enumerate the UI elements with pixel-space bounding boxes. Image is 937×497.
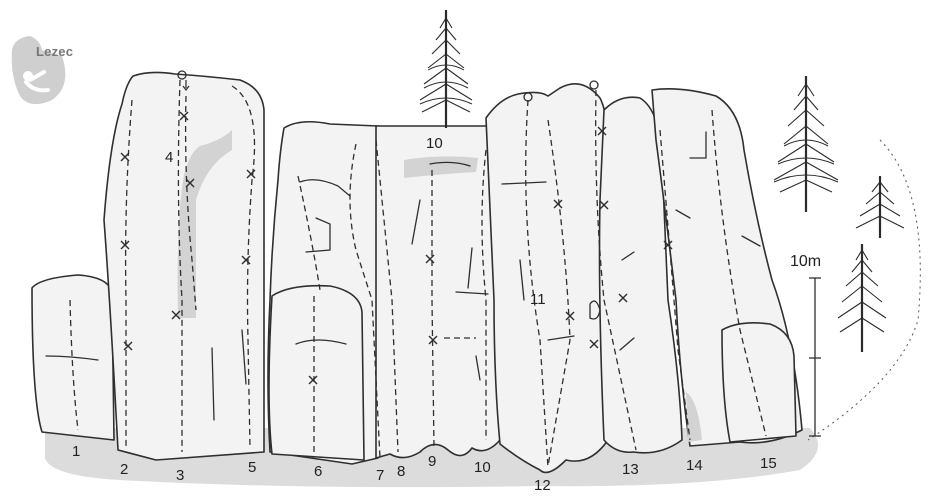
route-number-7: 7 (376, 467, 384, 484)
tree-icon (838, 244, 886, 352)
route-number-10: 10 (474, 459, 491, 476)
route-number-8: 8 (397, 463, 405, 480)
route-number-11: 11 (530, 291, 546, 308)
tree-icon (856, 176, 904, 238)
dotted-boundary (808, 140, 920, 440)
scale-label: 10m (790, 253, 821, 270)
logo-text: Lezec (36, 44, 73, 59)
route-number-15: 15 (760, 455, 777, 472)
route-number-12: 12 (534, 477, 551, 492)
tree-icon (774, 76, 838, 212)
rock-tower-9 (376, 126, 500, 458)
route-number-6: 6 (314, 463, 322, 480)
rock-tower-6-front (269, 286, 364, 460)
rock-block-15 (722, 323, 796, 442)
rock-tower-11 (486, 84, 608, 473)
route-number-1: 1 (72, 443, 80, 460)
route-number-5: 5 (248, 459, 256, 476)
tree-icon (420, 10, 472, 128)
route-number-2: 2 (120, 461, 128, 478)
route-number-4: 4 (165, 149, 173, 166)
route-number-13: 13 (622, 461, 639, 478)
anchor-ring (590, 81, 598, 89)
route-number-10-top: 10 (426, 135, 443, 152)
route-number-3: 3 (176, 467, 184, 484)
route-number-9: 9 (428, 453, 436, 470)
route-number-14: 14 (686, 457, 703, 474)
